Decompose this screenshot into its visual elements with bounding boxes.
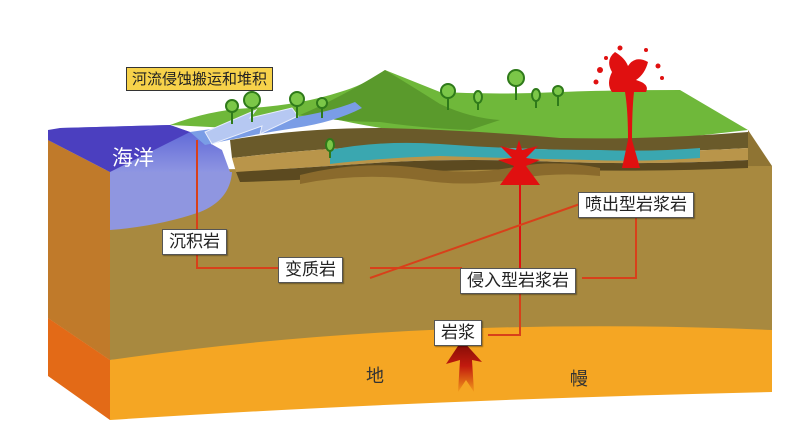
ocean-front — [110, 172, 232, 230]
land-surface — [170, 70, 748, 145]
mantle-label-left: 地 — [366, 366, 384, 387]
magma-intrusion-icon — [498, 140, 540, 185]
crust-left-wall — [48, 140, 110, 360]
ocean-top — [48, 125, 190, 172]
mantle-label-right: 幔 — [570, 369, 588, 390]
connector-lines — [196, 140, 637, 336]
intrusive-igneous-label: 侵入型岩浆岩 — [460, 268, 576, 294]
sedimentary-rock-label: 沉积岩 — [162, 229, 227, 255]
mantle-layer — [110, 326, 772, 420]
upwelling-arrow-icon — [446, 340, 482, 392]
tree-icons — [225, 69, 564, 158]
lava-spatter-icon — [593, 45, 664, 85]
strata-dark-2 — [236, 160, 748, 182]
magma-label: 岩浆 — [434, 320, 482, 346]
erosion-label: 河流侵蚀搬运和堆积 — [126, 67, 274, 91]
strata-dark-1 — [230, 128, 748, 158]
mantle-left-wall — [48, 318, 110, 420]
volcano-eruption-icon — [609, 52, 648, 168]
metamorphic-rock-label: 变质岩 — [278, 257, 343, 283]
mountain-ridge — [300, 70, 500, 130]
ocean-label: 海洋 — [112, 146, 154, 170]
extrusive-igneous-label: 喷出型岩浆岩 — [578, 192, 694, 218]
